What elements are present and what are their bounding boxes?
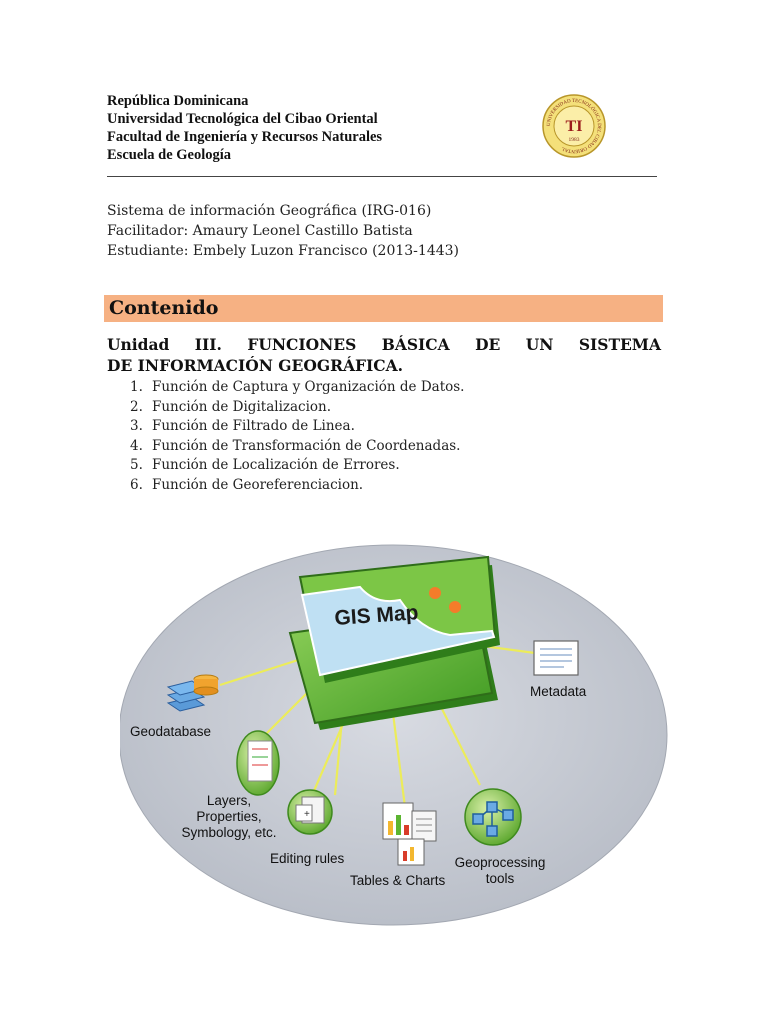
- list-item: 4.Función de Transformación de Coordenad…: [130, 437, 461, 454]
- map-marker-icon: [429, 587, 441, 599]
- seal-monogram: TI: [566, 118, 583, 135]
- label-metadata: Metadata: [530, 684, 587, 699]
- label-geoprocessing: Geoprocessing tools: [454, 855, 546, 886]
- tables-charts-icon: [382, 802, 437, 866]
- list-item: 2.Función de Digitalizacion.: [130, 398, 332, 415]
- gis-diagram-graphic: GIS Map +: [118, 544, 668, 926]
- course-info: Sistema de información Geográfica (IRG-0…: [107, 201, 667, 261]
- contenido-heading-bar: Contenido: [104, 295, 663, 322]
- unit-heading-line2: DE INFORMACIÓN GEOGRÁFICA.: [107, 356, 404, 375]
- editing-rules-icon: +: [287, 789, 333, 835]
- unit-heading: Unidad III. FUNCIONES BÁSICA DE UN SISTE…: [107, 334, 661, 376]
- gis-map-water: [300, 585, 496, 677]
- layers-icon: [236, 730, 280, 796]
- svg-text:+: +: [304, 809, 310, 820]
- course-title: Sistema de información Geográfica (IRG-0…: [107, 203, 432, 219]
- course-student: Estudiante: Embely Luzon Francisco (2013…: [107, 243, 459, 259]
- list-item: 3.Función de Filtrado de Linea.: [130, 418, 355, 435]
- label-geodatabase: Geodatabase: [130, 724, 212, 739]
- label-layers: Layers, Properties, Symbology, etc.: [181, 793, 277, 840]
- list-item: 5.Función de Localización de Errores.: [130, 457, 400, 474]
- unit-heading-line1: Unidad III. FUNCIONES BÁSICA DE UN SISTE…: [107, 335, 661, 354]
- header-school: Escuela de Geología: [107, 147, 232, 163]
- gis-diagram: GIS Map +: [118, 535, 670, 927]
- metadata-icon: [533, 640, 579, 676]
- function-list: 1.Función de Captura y Organización de D…: [130, 378, 464, 496]
- label-tables-charts: Tables & Charts: [350, 873, 446, 888]
- contenido-title: Contenido: [109, 297, 219, 319]
- university-seal-logo: UNIVERSIDAD TECNOLÓGICA DEL CIBAO ORIENT…: [542, 94, 606, 158]
- list-item: 1.Función de Captura y Organización de D…: [130, 379, 465, 395]
- header-university: Universidad Tecnológica del Cibao Orient…: [107, 111, 378, 127]
- institution-header: República Dominicana Universidad Tecnoló…: [107, 92, 667, 164]
- seal-year: 1983: [569, 137, 580, 143]
- header-country: República Dominicana: [107, 93, 249, 109]
- course-facilitator: Facilitador: Amaury Leonel Castillo Bati…: [107, 223, 413, 239]
- header-rule: [107, 176, 657, 177]
- header-faculty: Facultad de Ingeniería y Recursos Natura…: [107, 129, 383, 145]
- geodatabase-icon: [166, 674, 219, 712]
- list-item: 6.Función de Georeferenciacion.: [130, 476, 364, 493]
- map-marker-icon: [449, 601, 461, 613]
- label-editing-rules: Editing rules: [270, 851, 345, 866]
- geoprocessing-tools-icon: [464, 788, 522, 846]
